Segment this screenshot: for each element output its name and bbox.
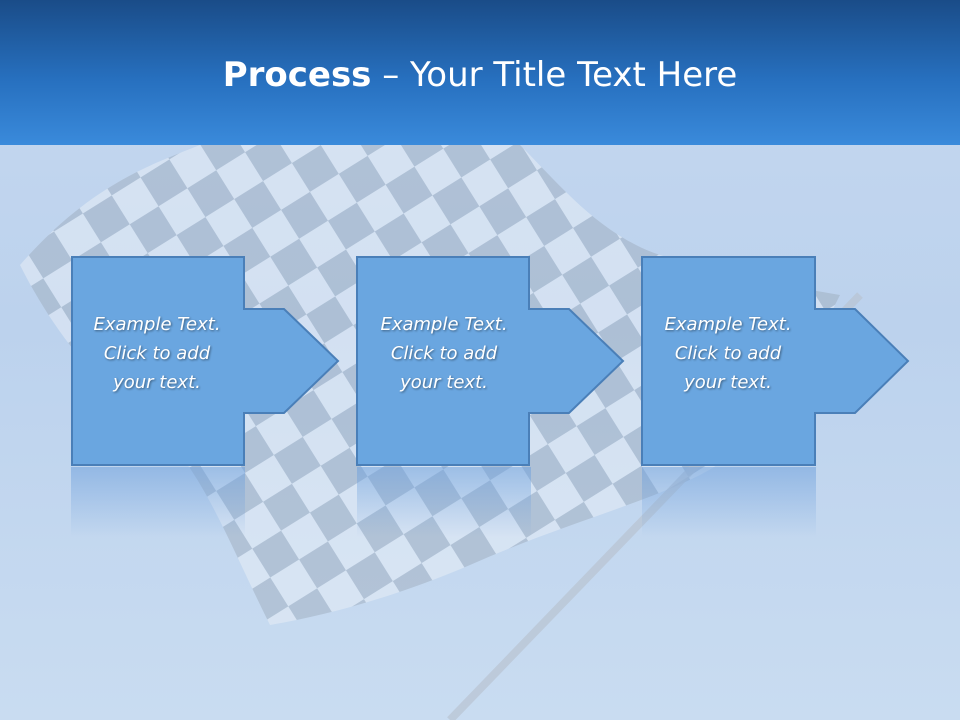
step-3-line-3: your text.	[684, 372, 772, 393]
step-2-line-3: your text.	[400, 372, 488, 393]
step-3-reflection	[642, 467, 816, 537]
step-3-text[interactable]: Example Text. Click to add your text.	[641, 310, 815, 397]
step-2-line-2: Click to add	[390, 343, 498, 364]
title-bar	[0, 0, 960, 145]
slide-title[interactable]: Process – Your Title Text Here	[0, 52, 960, 98]
step-2-line-1: Example Text.	[380, 314, 508, 335]
step-1-arrow-shape	[71, 256, 340, 466]
step-1-reflection	[71, 467, 245, 537]
title-bold-text: Process	[222, 55, 372, 95]
step-2-arrow-shape	[356, 256, 625, 466]
step-1-line-3: your text.	[113, 372, 201, 393]
step-3-line-2: Click to add	[674, 343, 782, 364]
step-1-text[interactable]: Example Text. Click to add your text.	[70, 310, 244, 397]
step-2-reflection	[357, 467, 531, 537]
step-2-text[interactable]: Example Text. Click to add your text.	[357, 310, 531, 397]
step-1-line-2: Click to add	[103, 343, 211, 364]
title-rest-text: – Your Title Text Here	[371, 55, 738, 95]
step-1-line-1: Example Text.	[93, 314, 221, 335]
step-3-line-1: Example Text.	[664, 314, 792, 335]
step-3-arrow-shape	[641, 256, 910, 466]
